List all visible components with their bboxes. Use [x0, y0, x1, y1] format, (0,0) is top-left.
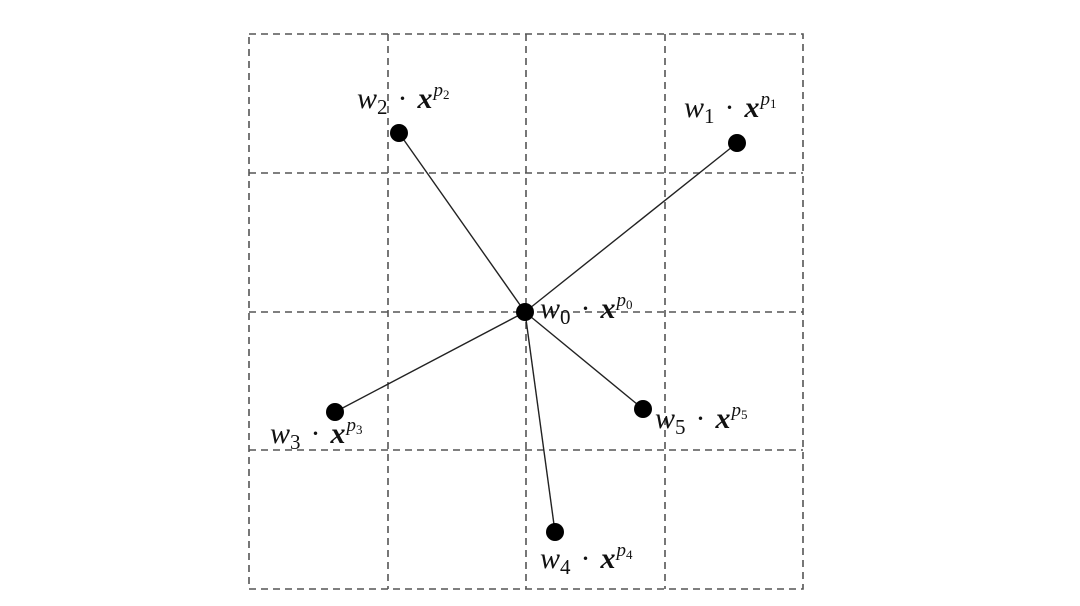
label-p4: w4·xp4 [540, 540, 633, 579]
sample-point-p5 [634, 400, 652, 418]
edge-p0-p3 [334, 311, 526, 413]
label-p2-p-sub: 2 [443, 87, 450, 102]
label-p1-w: w [684, 91, 704, 124]
label-p0-p: p [615, 290, 627, 311]
point-labels: w0·xp0 w1·xp1 w2·xp2 w3·xp3 w4·xp4 w5·xp… [270, 80, 777, 579]
label-p4-dot: · [581, 542, 591, 575]
label-p3-dot: · [311, 417, 321, 450]
label-p1-x: x [744, 91, 760, 124]
label-p5-p: p [730, 400, 742, 421]
label-p3-w: w [270, 417, 290, 450]
label-p1-p-sub: 1 [770, 96, 777, 111]
label-p2-w: w [357, 82, 377, 115]
label-p5-w-sub: 5 [675, 415, 686, 439]
label-p4-p: p [615, 540, 627, 561]
label-p5-x: x [715, 402, 731, 435]
label-p2: w2·xp2 [357, 80, 450, 119]
label-p5-dot: · [696, 402, 706, 435]
label-p0: w0·xp0 [540, 290, 633, 329]
sample-point-p2 [390, 124, 408, 142]
label-p3-p-sub: 3 [356, 422, 363, 437]
label-p3-x: x [330, 417, 346, 450]
label-p3-w-sub: 3 [290, 430, 301, 454]
sample-point-p4 [546, 523, 564, 541]
label-p3-p: p [345, 415, 357, 436]
edges [334, 132, 738, 533]
edge-p0-p4 [524, 311, 556, 533]
label-p1-dot: · [725, 91, 735, 124]
label-p0-p-sub: 0 [626, 297, 633, 312]
label-p4-x: x [600, 542, 616, 575]
label-p2-dot: · [398, 82, 408, 115]
sample-point-p3 [326, 403, 344, 421]
edge-p0-p2 [398, 132, 526, 313]
label-p2-x: x [417, 82, 433, 115]
label-p1-w-sub: 1 [704, 104, 715, 128]
label-p0-x: x [600, 292, 616, 325]
edge-p0-p5 [524, 311, 644, 410]
sample-point-p0 [516, 303, 534, 321]
label-p0-dot: · [581, 292, 591, 325]
label-p1: w1·xp1 [684, 89, 777, 128]
label-p2-w-sub: 2 [377, 95, 388, 119]
label-p2-p: p [432, 80, 444, 101]
label-p0-w: w [540, 292, 560, 325]
label-p5: w5·xp5 [655, 400, 748, 439]
label-p5-p-sub: 5 [741, 407, 748, 422]
label-p4-w: w [540, 542, 560, 575]
label-p5-w: w [655, 402, 675, 435]
label-p4-w-sub: 4 [560, 555, 571, 579]
edge-p0-p1 [524, 142, 738, 313]
label-p1-p: p [759, 89, 771, 110]
label-p4-p-sub: 4 [626, 547, 633, 562]
label-p0-w-sub: 0 [560, 305, 571, 329]
sample-points [326, 124, 746, 541]
label-p3: w3·xp3 [270, 415, 363, 454]
sample-point-p1 [728, 134, 746, 152]
